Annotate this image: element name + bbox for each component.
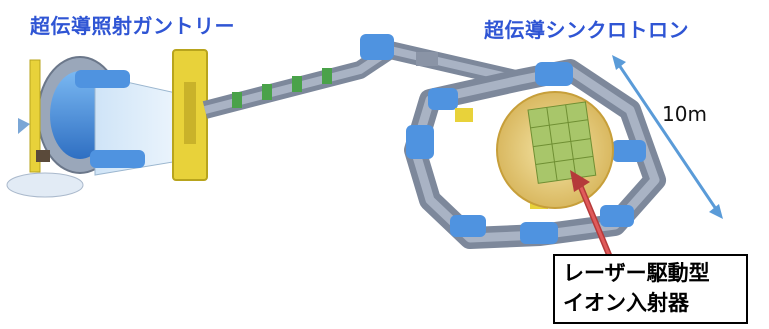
synchrotron-title: 超伝導シンクロトロン xyxy=(484,18,689,42)
beam-transport-line xyxy=(202,34,523,119)
gantry-structure xyxy=(6,49,208,198)
dimension-arrow xyxy=(612,55,723,219)
dimension-label: 10m xyxy=(662,102,707,126)
injector-zoom-circle xyxy=(496,91,614,209)
gantry-title: 超伝導照射ガントリー xyxy=(30,14,235,38)
synchrotron-ring xyxy=(404,59,666,249)
injector-label-box: レーザー駆動型 イオン入射器 xyxy=(553,254,748,324)
injector-label-line2: イオン入射器 xyxy=(563,291,689,315)
injector-label-line1: レーザー駆動型 xyxy=(563,261,710,285)
injector-arrow xyxy=(570,170,615,264)
